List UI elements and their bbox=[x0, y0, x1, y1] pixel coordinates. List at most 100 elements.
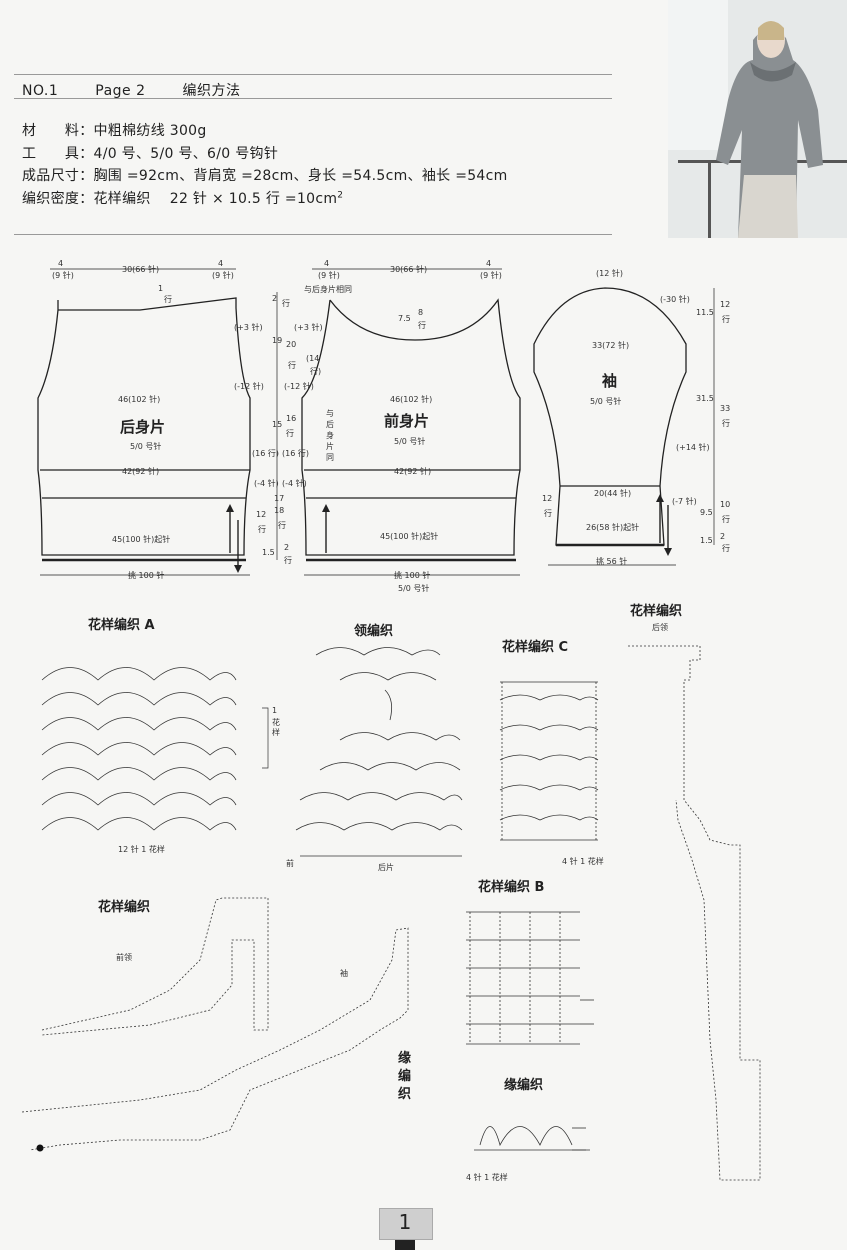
front-piece-name: 前身片 bbox=[384, 412, 430, 430]
front-neck-cm: 7.5 bbox=[398, 314, 411, 323]
front-top-width: 30(66 针) bbox=[390, 265, 428, 274]
back-hem-cast-on: 45(100 针)起针 bbox=[112, 535, 171, 544]
front-neck-chart-title: 花样编织 bbox=[98, 900, 151, 915]
sleeve-left-rows: 12 bbox=[542, 494, 553, 503]
header-mid-rule bbox=[14, 98, 612, 99]
page-number-box bbox=[379, 1208, 433, 1240]
chart-b-stitches bbox=[466, 911, 594, 1045]
measure-m5: (+3 针) bbox=[294, 323, 323, 332]
front-note-top: 与后身片相同 bbox=[304, 285, 352, 294]
edging-chart-repeat: 4 针 1 花样 bbox=[466, 1173, 508, 1182]
measure-m15: 18 bbox=[274, 506, 285, 515]
header-title: 编织方法 bbox=[182, 83, 241, 99]
measure-m11: (16 行) bbox=[282, 449, 309, 458]
front-side-sts: (9 针) bbox=[318, 271, 340, 280]
chart-a-stitches bbox=[41, 667, 269, 831]
sleeve-outline bbox=[533, 287, 687, 546]
back-neck-chart-title: 花样编织 bbox=[630, 604, 683, 619]
chart-a-repeat: 12 针 1 花样 bbox=[118, 845, 165, 854]
spec-tools: 工 具：4/0 号、5/0 号、6/0 号钩针 bbox=[22, 146, 279, 162]
neck-chart-stitches bbox=[295, 647, 463, 857]
sleeve-measure-s7: 10 bbox=[720, 500, 731, 509]
chart-a-side-count: 1 bbox=[272, 706, 278, 715]
measure-m12: (-4 针) bbox=[254, 479, 279, 488]
spec-material: 材 料：中粗棉纺线 300g bbox=[22, 123, 207, 139]
sleeve-measure-s3: 31.5 bbox=[696, 394, 714, 403]
measure-m1-unit: 行 bbox=[282, 299, 290, 308]
measure-m10: (16 行) bbox=[252, 449, 279, 458]
measure-m8: 15 bbox=[272, 420, 283, 429]
measure-m19-unit: 行) bbox=[310, 367, 322, 376]
back-piece-name: 后身片 bbox=[120, 418, 166, 436]
back-piece-hook: 5/0 号针 bbox=[130, 442, 162, 451]
front-note-side: 与后身片同 bbox=[326, 409, 334, 462]
front-neck-unit: 行 bbox=[418, 321, 426, 330]
header-bottom-rule bbox=[14, 234, 612, 235]
sleeve-top: (12 针) bbox=[596, 269, 623, 278]
back-row-count: 1 bbox=[158, 284, 164, 293]
back-neck-chart-sub: 后领 bbox=[652, 623, 668, 632]
measure-m13: (-4 针) bbox=[282, 479, 307, 488]
chart-c-title: 花样编织 C bbox=[502, 640, 569, 655]
front-side-sts-right: (9 针) bbox=[480, 271, 502, 280]
front-neck-chart-sub: 前领 bbox=[116, 953, 132, 962]
measure-m4-unit: 行 bbox=[288, 361, 296, 370]
edging-chart-stitches bbox=[474, 1126, 590, 1151]
sleeve-hook: 5/0 号针 bbox=[590, 397, 622, 406]
back-side-sts: (9 针) bbox=[52, 271, 74, 280]
page-number: 1 bbox=[398, 1210, 412, 1234]
gauge-superscript: 2 bbox=[337, 190, 344, 201]
measure-m1: 2 bbox=[272, 294, 278, 303]
measure-m9: 16 bbox=[286, 414, 297, 423]
measure-m3: 19 bbox=[272, 336, 283, 345]
page-number-tab bbox=[395, 1240, 415, 1250]
back-piece-outline bbox=[37, 297, 251, 556]
neck-chart-title: 领编织 bbox=[354, 624, 394, 639]
front-pick-up: 挑 100 针 bbox=[394, 571, 431, 580]
page-ref: Page 2 bbox=[95, 83, 146, 99]
sleeve-measure-s2: 12 bbox=[720, 300, 731, 309]
sleeve-left-unit: 行 bbox=[544, 509, 552, 518]
chart-a-title: 花样编织 A bbox=[88, 618, 155, 633]
back-side-width-right: 4 bbox=[218, 259, 224, 268]
back-neck-chart-stitches bbox=[628, 645, 761, 1181]
back-side-sts-right: (9 针) bbox=[212, 271, 234, 280]
sleeve-pick-up: 挑 56 针 bbox=[596, 557, 628, 566]
sleeve-cap-decrease: (-30 针) bbox=[660, 295, 690, 304]
front-piece-hook: 5/0 号针 bbox=[394, 437, 426, 446]
sleeve-measure-s9: 2 bbox=[720, 532, 726, 541]
measure-m14: 17 bbox=[274, 494, 285, 503]
sleeve-mark: 袖 bbox=[340, 969, 348, 978]
model-photo bbox=[668, 0, 847, 238]
sleeve-decrease: (-7 针) bbox=[672, 497, 697, 506]
front-hem-cast-on: 45(100 针)起针 bbox=[380, 532, 439, 541]
measure-m18: 2 bbox=[284, 543, 290, 552]
neck-chart-back: 后片 bbox=[378, 863, 394, 872]
back-pick-up: 挑 100 针 bbox=[128, 571, 165, 580]
front-side-width-right: 4 bbox=[486, 259, 492, 268]
chart-a-side-unit: 花样 bbox=[272, 718, 280, 737]
sleeve-name: 袖 bbox=[602, 372, 618, 390]
front-waist-width: 42(92 针) bbox=[394, 467, 432, 476]
sleeve-measure-s1: 11.5 bbox=[696, 308, 714, 317]
edging-chart-title: 缘编织 bbox=[504, 1078, 544, 1093]
back-row-unit: 行 bbox=[164, 295, 172, 304]
front-chest-width: 46(102 针) bbox=[390, 395, 433, 404]
sleeve-measure-s4: 33 bbox=[720, 404, 731, 413]
measure-m16: 12 bbox=[256, 510, 267, 519]
measure-m19: (14 bbox=[306, 354, 320, 363]
sleeve-measure-s2-unit: 行 bbox=[722, 315, 730, 324]
sleeve-measure-s7-unit: 行 bbox=[722, 515, 730, 524]
front-side-width: 4 bbox=[324, 259, 330, 268]
back-side-width: 4 bbox=[58, 259, 64, 268]
sleeve-measure-s9-unit: 行 bbox=[722, 544, 730, 553]
measure-m7: (-12 针) bbox=[284, 382, 314, 391]
sleeve-hem-cast-on: 26(58 针)起针 bbox=[586, 523, 640, 532]
measure-m2: (+3 针) bbox=[234, 323, 263, 332]
front-neck-rows: 8 bbox=[418, 308, 424, 317]
spec-gauge: 编织密度：花样编织 22 针 × 10.5 行 =10cm2 bbox=[22, 190, 344, 207]
header-bar: NO.1 Page 2 编织方法 bbox=[22, 80, 272, 100]
back-chest-width: 46(102 针) bbox=[118, 395, 161, 404]
